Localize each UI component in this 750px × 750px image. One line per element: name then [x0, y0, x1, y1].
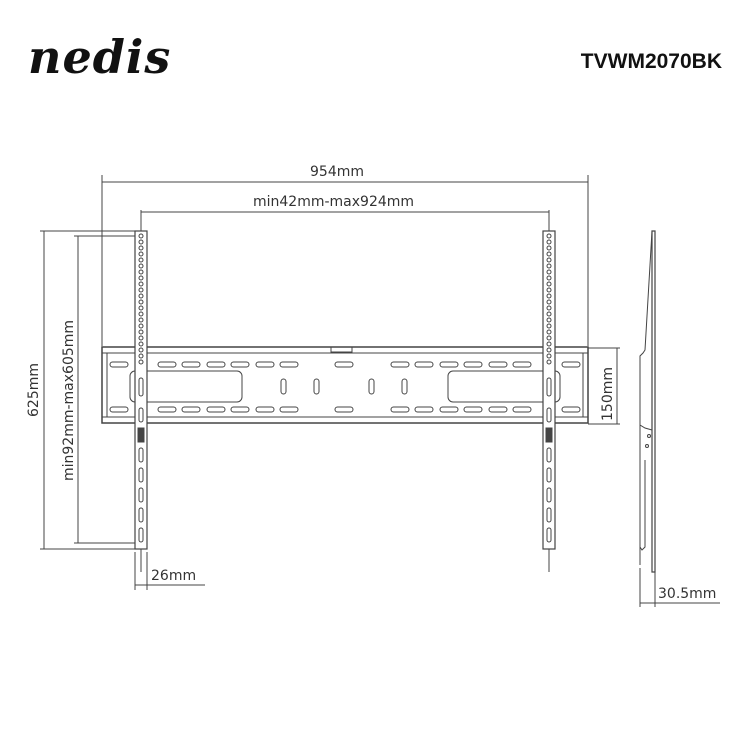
label-overall-width: 954mm [310, 164, 364, 180]
label-overall-height: 625mm [26, 363, 42, 417]
left-mounting-arm [134, 230, 148, 572]
brand-logo: nedis [28, 30, 172, 84]
label-arm-width: 26mm [151, 568, 196, 584]
slot-row-bottom [109, 406, 581, 413]
dimension-overall-height [40, 230, 140, 550]
dimension-vesa-height [74, 235, 138, 544]
label-vesa-width: min42mm-max924mm [253, 194, 414, 210]
label-plate-height: 150mm [600, 367, 616, 421]
dimension-vesa-width [140, 210, 550, 232]
model-number: TVWM2070BK [580, 50, 722, 73]
dimension-plate-height [588, 347, 620, 425]
side-view [639, 230, 720, 607]
dimension-arm-width [134, 552, 205, 590]
label-vesa-height: min92mm-max605mm [61, 320, 77, 481]
dimension-overall-width [101, 175, 589, 346]
slot-row-top [109, 361, 581, 368]
label-wall-distance: 30.5mm [658, 586, 716, 602]
right-mounting-arm [542, 230, 556, 572]
wall-plate [101, 346, 589, 424]
